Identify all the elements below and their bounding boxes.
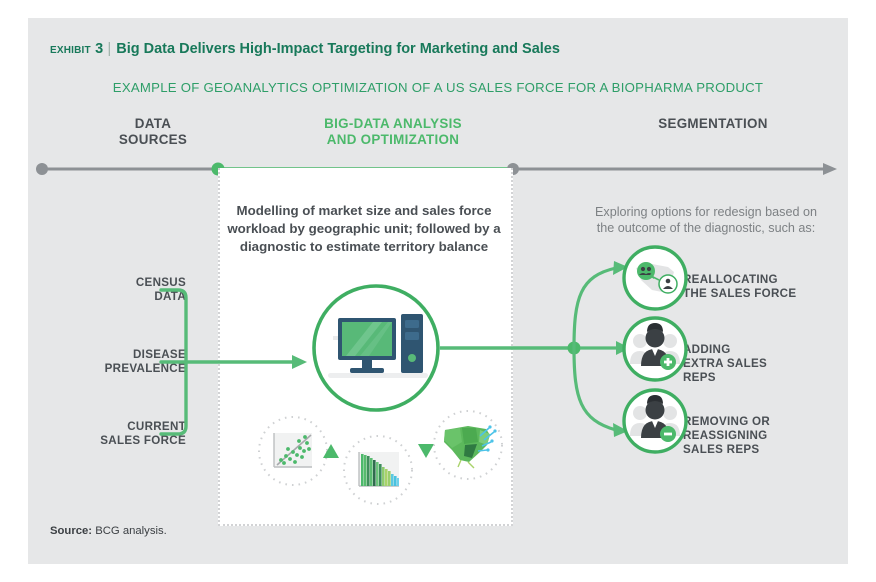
- segmentation-description: Exploring options for redesign based on …: [595, 205, 817, 235]
- segment-icon-reallocating: [622, 245, 688, 311]
- page-title: Big Data Delivers High-Impact Targeting …: [116, 41, 560, 57]
- exhibit-subtitle: EXAMPLE OF GEOANALYTICS OPTIMIZATION OF …: [112, 80, 764, 95]
- source-note: Source: BCG analysis.: [50, 525, 167, 537]
- exhibit-header: Exhibit 3|Big Data Delivers High-Impact …: [50, 40, 560, 58]
- source-text: BCG analysis.: [92, 525, 167, 537]
- title-divider: |: [107, 40, 112, 57]
- branch-hub-node: [567, 341, 581, 355]
- branch-arrowhead-1: [613, 261, 628, 275]
- branch-arrowhead-3: [613, 423, 628, 437]
- branch-arrowhead-2: [616, 341, 630, 355]
- branch-arrows: [572, 266, 618, 432]
- exhibit-number-label: Exhibit 3: [50, 41, 104, 57]
- column-header-segmentation: SEGMENTATION: [658, 116, 768, 131]
- segment-icon-removing: [622, 388, 688, 454]
- segment-icon-adding: [622, 316, 688, 382]
- analysis-description: Modelling of market size and sales force…: [227, 203, 501, 254]
- source-label: Source:: [50, 525, 93, 537]
- timeline-node-start: [36, 163, 48, 175]
- timeline-arrowhead-icon: [823, 163, 837, 175]
- exhibit-card: Exhibit 3|Big Data Delivers High-Impact …: [28, 18, 848, 564]
